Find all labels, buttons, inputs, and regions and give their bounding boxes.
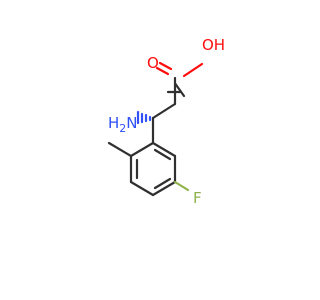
amine-n: N xyxy=(126,114,137,132)
structure-canvas: O OH H2N F xyxy=(107,36,225,207)
methyl-bond xyxy=(107,141,133,158)
hashed-wedge-bond xyxy=(136,110,152,125)
hydroxyl-label: OH xyxy=(202,36,225,54)
carbonyl-oxygen-label: O xyxy=(147,54,159,72)
carbonyl-bond-b xyxy=(174,82,186,98)
bond-ch2-chiral xyxy=(151,102,177,120)
ring-bond-c3-c4 xyxy=(129,180,155,197)
amine-subscript: 2 xyxy=(119,122,126,135)
amine-h: H xyxy=(108,114,119,132)
ring-inner-double-2 xyxy=(153,177,172,190)
fluorine-bond xyxy=(173,180,190,192)
benzene-ring xyxy=(129,141,177,197)
carbon-backbone xyxy=(151,76,177,145)
molecule-structure: O OH H2N F xyxy=(107,36,225,207)
hydroxyl-bond xyxy=(182,62,204,78)
ring-bond-c1-c2 xyxy=(129,141,155,158)
ring-bond-c4-c5 xyxy=(151,180,177,197)
carboxyl-group xyxy=(155,61,204,98)
ring-inner-double-3 xyxy=(153,148,172,161)
carbonyl-o-bond-1 xyxy=(155,66,170,76)
ring-bond-c6-c1 xyxy=(151,141,177,158)
amine-label: H2N xyxy=(108,114,138,135)
fluorine-label: F xyxy=(193,189,202,207)
carbonyl-o-bond-2 xyxy=(158,61,173,71)
